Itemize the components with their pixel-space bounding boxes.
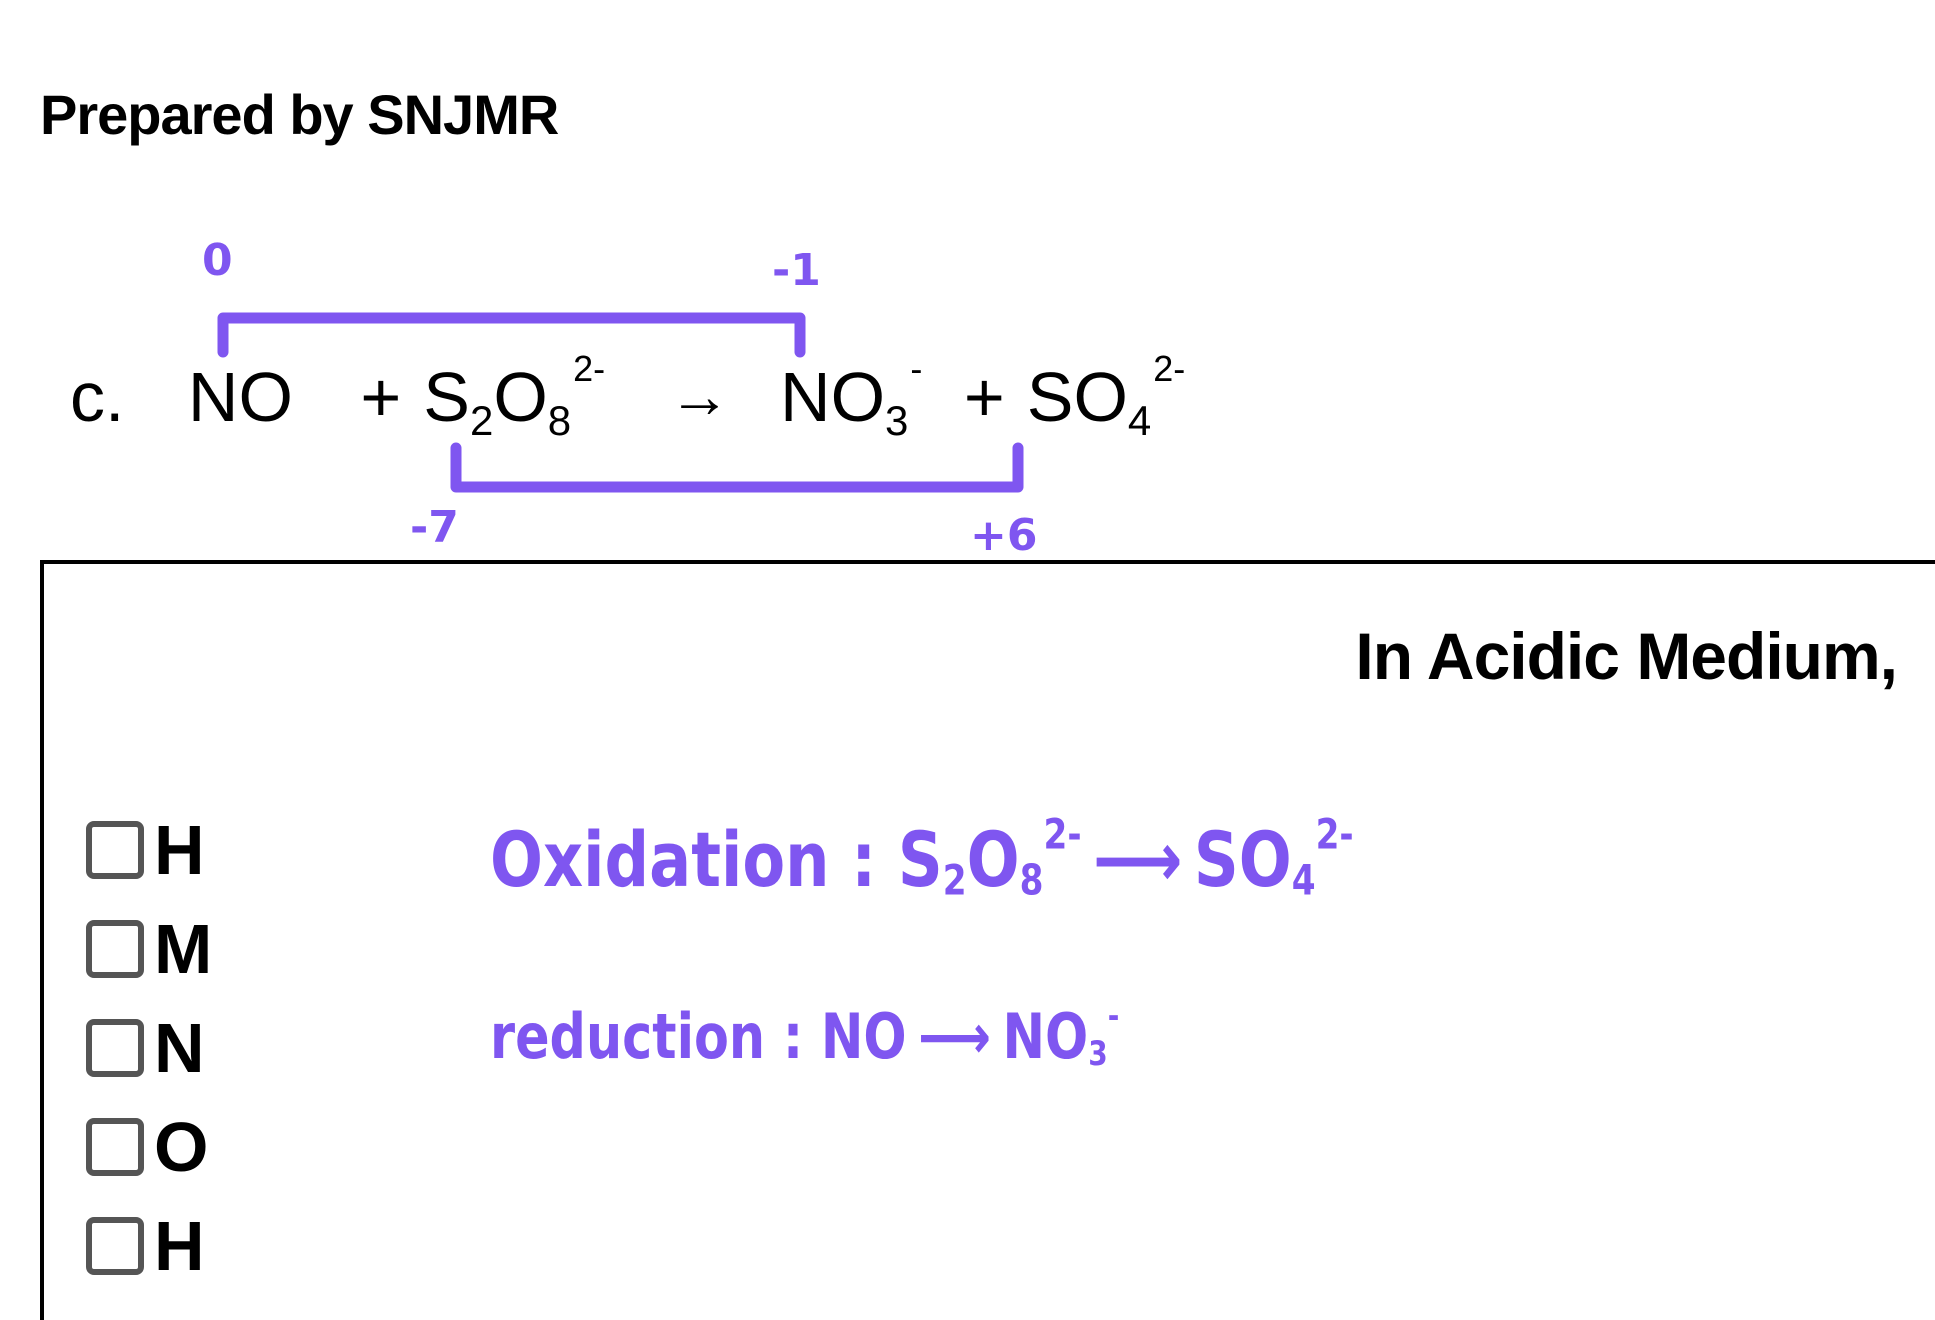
medium-label: In Acidic Medium, [1355,619,1898,693]
oxidation-label: Oxidation [490,815,830,904]
plus-sign: + [360,358,402,436]
ox-rhs: SO [1193,815,1292,904]
charge: 2- [1315,809,1354,859]
subscript: 8 [547,397,572,444]
page-title: Prepared by SNJMR [40,83,559,146]
work-panel [40,560,1935,1320]
equation-label: c. [70,358,125,436]
reactant-o: O [493,358,548,436]
plus-sign: + [963,358,1005,436]
checklist-label: H [154,1206,205,1285]
arrow-icon: ⟶ [918,1000,992,1073]
reaction-arrow: → [668,362,731,431]
checklist-item-h[interactable]: H [86,800,212,899]
ox-state-s2o8: -7 [410,502,459,553]
subscript: 3 [885,397,909,444]
product-no: NO [780,358,886,436]
checklist-item-h2[interactable]: H [86,1196,212,1295]
bracket-s2o8-to-so4 [450,442,1024,493]
charge: 2- [1153,348,1186,389]
ox-lhs-o: O [966,815,1020,904]
ox-state-no3: -1 [772,245,821,296]
checklist-label: O [154,1107,209,1186]
separator: : [782,1000,804,1073]
ox-state-no: 0 [202,235,233,286]
subscript: 2 [942,855,967,905]
checkbox-icon[interactable] [86,820,144,879]
product-so: SO [1026,358,1128,436]
charge: - [910,348,923,389]
checklist-item-n[interactable]: N [86,998,212,1097]
checkbox-icon[interactable] [86,919,144,978]
checklist-label: N [154,1008,205,1087]
charge: 2- [573,348,606,389]
arrow-icon: ⟶ [1093,815,1183,904]
oxidation-half-reaction: Oxidation : S2O82-⟶SO42- [490,813,1354,905]
checkbox-icon[interactable] [86,1216,144,1275]
checkbox-icon[interactable] [86,1018,144,1077]
checklist-item-m[interactable]: M [86,899,212,998]
bracket-no-to-no3 [217,312,806,358]
reduction-label: reduction [490,1000,766,1073]
subscript: 2 [469,397,494,444]
balancing-checklist: H M N O H [86,800,212,1295]
red-rhs: NO [1002,1000,1089,1073]
separator: : [851,815,877,904]
reduction-half-reaction: reduction : NO⟶NO3- [490,999,1119,1074]
subscript: 4 [1291,855,1316,905]
reactant-s: S [423,358,470,436]
checklist-label: M [154,909,213,988]
subscript: 4 [1127,397,1152,444]
redox-equation: c. NO +S2O82- → NO3- +SO42- [70,351,1185,442]
checkbox-icon[interactable] [86,1117,144,1176]
charge: - [1107,996,1120,1037]
subscript: 3 [1088,1033,1108,1074]
charge: 2- [1043,809,1082,859]
ox-state-so4: +6 [970,510,1038,561]
reactant-no: NO [187,358,293,436]
red-lhs: NO [820,1000,907,1073]
checklist-item-o[interactable]: O [86,1097,212,1196]
ox-lhs-s: S [897,815,943,904]
subscript: 8 [1019,855,1044,905]
checklist-label: H [154,810,205,889]
